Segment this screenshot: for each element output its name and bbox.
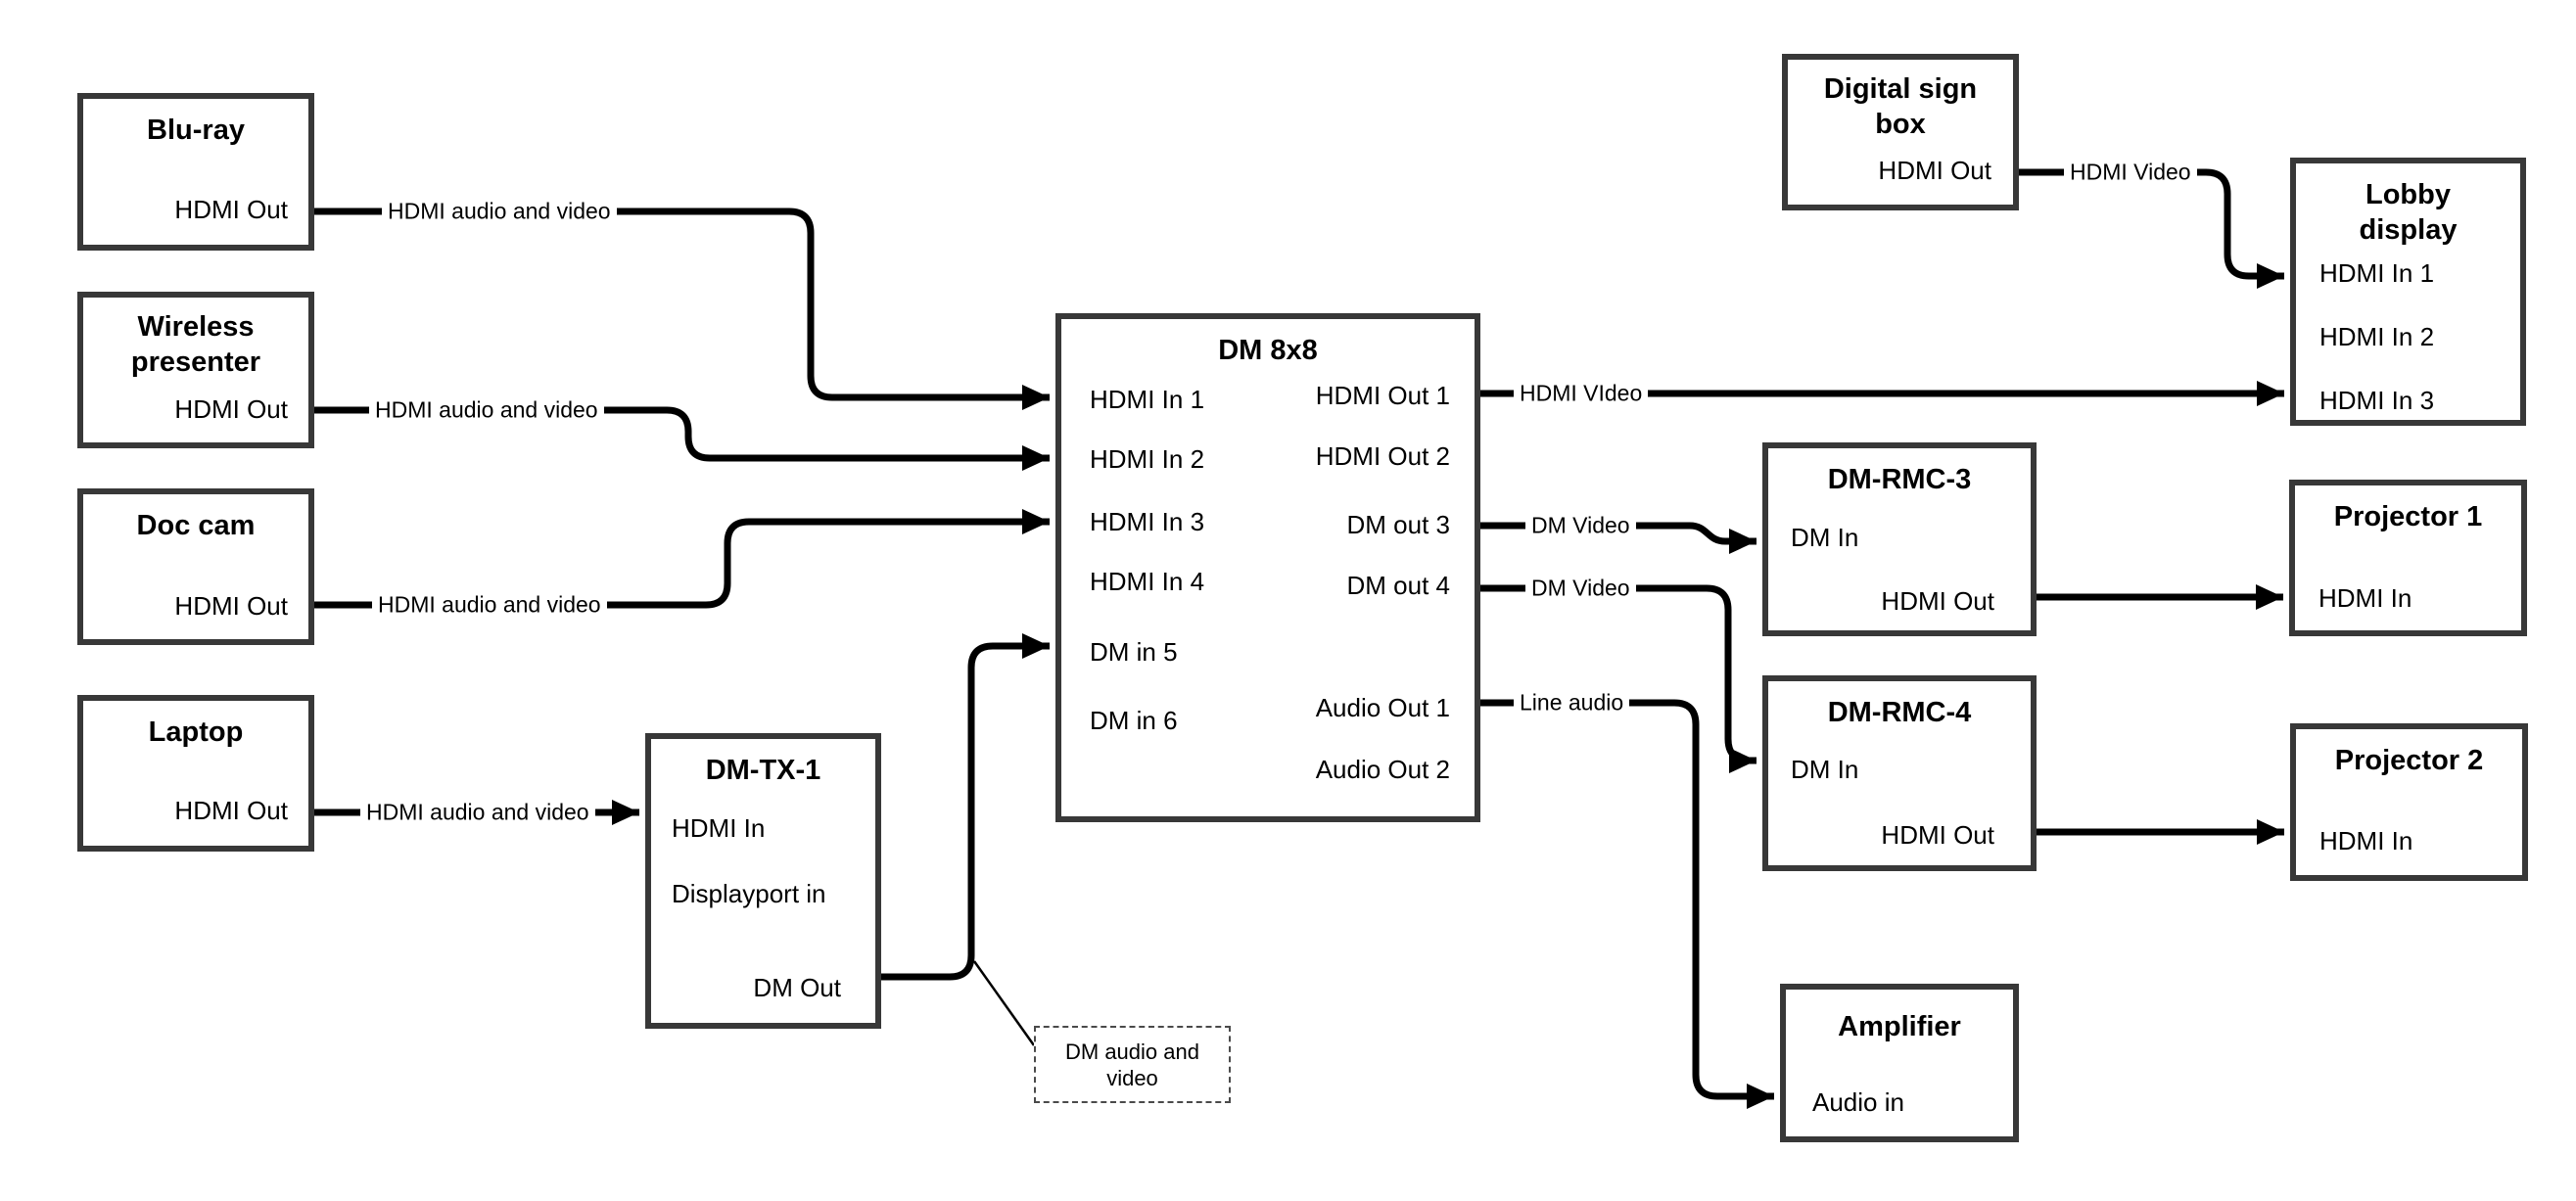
node-title: DM 8x8 xyxy=(1218,335,1318,366)
port-dm-in-6: DM in 6 xyxy=(1090,706,1178,735)
node-dm-rmc-4: DM-RMC-4 DM In HDMI Out xyxy=(1762,675,2037,871)
node-title: DM-RMC-4 xyxy=(1827,697,1972,728)
node-title: Doc cam xyxy=(136,510,256,541)
port-hdmi-in: HDMI In xyxy=(2318,583,2412,613)
port-hdmi-out: HDMI Out xyxy=(174,591,288,621)
port-hdmi-in-2: HDMI In 2 xyxy=(2319,322,2435,351)
port-hdmi-out: HDMI Out xyxy=(1881,586,1994,616)
port-dm-in: DM In xyxy=(1791,523,1859,552)
port-hdmi-in-2: HDMI In 2 xyxy=(1090,444,1205,474)
note-leader-line xyxy=(972,960,1036,1046)
wire-label-hdmi-video-digitalsign: HDMI Video xyxy=(2064,159,2197,186)
node-laptop: Laptop HDMI Out xyxy=(77,695,314,852)
port-audio-out-1: Audio Out 1 xyxy=(1315,693,1450,722)
node-title: DM-RMC-3 xyxy=(1827,464,1972,495)
node-lobby-display: Lobby display HDMI In 1 HDMI In 2 HDMI I… xyxy=(2290,158,2526,426)
node-title: Wireless presenter xyxy=(130,311,261,378)
port-hdmi-in-3: HDMI In 3 xyxy=(2319,386,2435,415)
node-digital-sign-box: Digital sign box HDMI Out xyxy=(1782,54,2019,210)
port-dm-out: DM Out xyxy=(753,973,841,1002)
wire-label-hdmi-av-bluray: HDMI audio and video xyxy=(382,198,617,225)
port-dm-in: DM In xyxy=(1791,755,1859,784)
port-audio-in: Audio in xyxy=(1812,1087,1904,1117)
wire-doccam-to-hdmi-in-3 xyxy=(314,509,1050,609)
node-title: Projector 1 xyxy=(2333,501,2483,532)
node-dm-rmc-3: DM-RMC-3 DM In HDMI Out xyxy=(1762,442,2037,636)
note-text: DM audio and video xyxy=(1065,1039,1199,1090)
port-hdmi-out: HDMI Out xyxy=(1878,156,1991,185)
wire-label-hdmi-av-doccam: HDMI audio and video xyxy=(372,591,607,619)
port-displayport-in: Displayport in xyxy=(672,879,826,908)
port-hdmi-out: HDMI Out xyxy=(1881,820,1994,850)
wire-label-dm-video-4: DM Video xyxy=(1525,575,1636,602)
wire-dmtx1-to-dm-in-5 xyxy=(881,633,1050,981)
port-dm-in-5: DM in 5 xyxy=(1090,637,1178,667)
port-hdmi-in-1: HDMI In 1 xyxy=(1090,385,1205,414)
port-dm-out-4: DM out 4 xyxy=(1346,571,1451,600)
wire-wireless-to-hdmi-in-2 xyxy=(314,406,1050,471)
port-hdmi-in-4: HDMI In 4 xyxy=(1090,567,1205,596)
note-dm-audio-and-video: DM audio and video xyxy=(1034,1026,1231,1103)
node-title: Projector 2 xyxy=(2334,745,2484,776)
node-dm-8x8-switcher: DM 8x8 HDMI In 1 HDMI In 2 HDMI In 3 HDM… xyxy=(1055,313,1480,822)
port-hdmi-out: HDMI Out xyxy=(174,195,288,224)
wire-dm-out-4-to-rmc4 xyxy=(1480,584,1756,773)
wire-bluray-to-hdmi-in-1 xyxy=(314,208,1050,410)
node-amplifier: Amplifier Audio in xyxy=(1780,984,2019,1142)
port-hdmi-in-3: HDMI In 3 xyxy=(1090,507,1205,536)
node-title: DM-TX-1 xyxy=(705,755,821,786)
node-title: Blu-ray xyxy=(147,115,245,146)
wire-label-hdmi-video-out1: HDMI VIdeo xyxy=(1514,380,1649,407)
port-hdmi-in: HDMI In xyxy=(2319,826,2413,855)
wire-label-hdmi-av-wireless: HDMI audio and video xyxy=(369,396,604,424)
wire-digitalsign-to-lobby-in-1 xyxy=(2019,168,2284,289)
node-title: Laptop xyxy=(148,716,244,748)
node-wireless-presenter: Wireless presenter HDMI Out xyxy=(77,292,314,448)
wire-label-hdmi-av-laptop: HDMI audio and video xyxy=(360,799,595,826)
port-hdmi-in-1: HDMI In 1 xyxy=(2319,258,2435,288)
port-dm-out-3: DM out 3 xyxy=(1346,510,1451,539)
node-dm-tx-1: DM-TX-1 HDMI In Displayport in DM Out xyxy=(645,733,881,1029)
node-blu-ray: Blu-ray HDMI Out xyxy=(77,93,314,251)
port-hdmi-out: HDMI Out xyxy=(174,394,288,424)
port-hdmi-out-2: HDMI Out 2 xyxy=(1315,441,1450,471)
port-audio-out-2: Audio Out 2 xyxy=(1315,755,1450,784)
node-projector-2: Projector 2 HDMI In xyxy=(2290,723,2528,881)
node-title: Digital sign box xyxy=(1823,73,1978,140)
wire-label-dm-video-3: DM Video xyxy=(1525,512,1636,539)
wire-label-line-audio: Line audio xyxy=(1514,689,1630,716)
port-hdmi-out-1: HDMI Out 1 xyxy=(1315,381,1450,410)
node-title: Amplifier xyxy=(1838,1011,1961,1042)
wire-audio-out-1-to-amplifier xyxy=(1480,699,1774,1109)
node-title: Lobby display xyxy=(2359,179,2458,246)
wire-dm-out-3-to-rmc3 xyxy=(1480,522,1756,554)
port-hdmi-in: HDMI In xyxy=(672,813,766,843)
node-projector-1: Projector 1 HDMI In xyxy=(2289,480,2527,636)
node-doc-cam: Doc cam HDMI Out xyxy=(77,488,314,645)
port-hdmi-out: HDMI Out xyxy=(174,796,288,825)
